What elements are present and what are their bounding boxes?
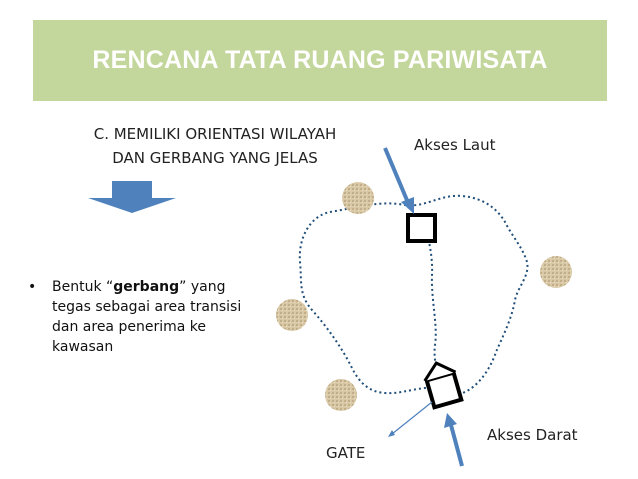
down-arrow-icon <box>88 181 176 213</box>
bullet-text-pre: Bentuk “ <box>52 279 114 295</box>
sea-gate-square <box>406 213 437 243</box>
bullet-point: • Bentuk “gerbang” yang tegas sebagai ar… <box>28 277 258 357</box>
node-circle <box>276 299 308 331</box>
slide-subtitle: C. MEMILIKI ORIENTASI WILAYAH DAN GERBAN… <box>60 122 370 170</box>
node-circle <box>342 182 374 214</box>
title-bar: RENCANA TATA RUANG PARIWISATA <box>33 20 607 101</box>
subtitle-line-1: C. MEMILIKI ORIENTASI WILAYAH <box>93 125 337 143</box>
sea-access-arrowhead <box>401 197 414 214</box>
akses-darat-label: Akses Darat <box>487 426 578 444</box>
land-gate <box>423 361 464 410</box>
gate-pointer-arrowhead <box>388 430 395 437</box>
land-access-arrow <box>449 424 464 467</box>
bullet-text: Bentuk “gerbang” yang tegas sebagai area… <box>52 277 258 357</box>
land-gate-roof <box>423 361 457 382</box>
land-access-arrowhead <box>444 413 457 428</box>
bullet-symbol: • <box>28 279 37 295</box>
bullet-text-post: ” yang tegas sebagai area transisi dan a… <box>52 279 242 355</box>
akses-laut-label: Akses Laut <box>414 136 496 154</box>
subtitle-line-2: DAN GERBANG YANG JELAS <box>112 149 318 167</box>
node-circle <box>540 256 572 288</box>
slide-title: RENCANA TATA RUANG PARIWISATA <box>92 46 548 74</box>
node-circle <box>325 379 357 411</box>
sea-access-arrow <box>383 147 411 206</box>
gate-label: GATE <box>326 444 366 462</box>
bullet-text-bold: gerbang <box>113 279 180 295</box>
region-boundary <box>298 194 529 395</box>
gate-pointer-line <box>391 401 433 435</box>
